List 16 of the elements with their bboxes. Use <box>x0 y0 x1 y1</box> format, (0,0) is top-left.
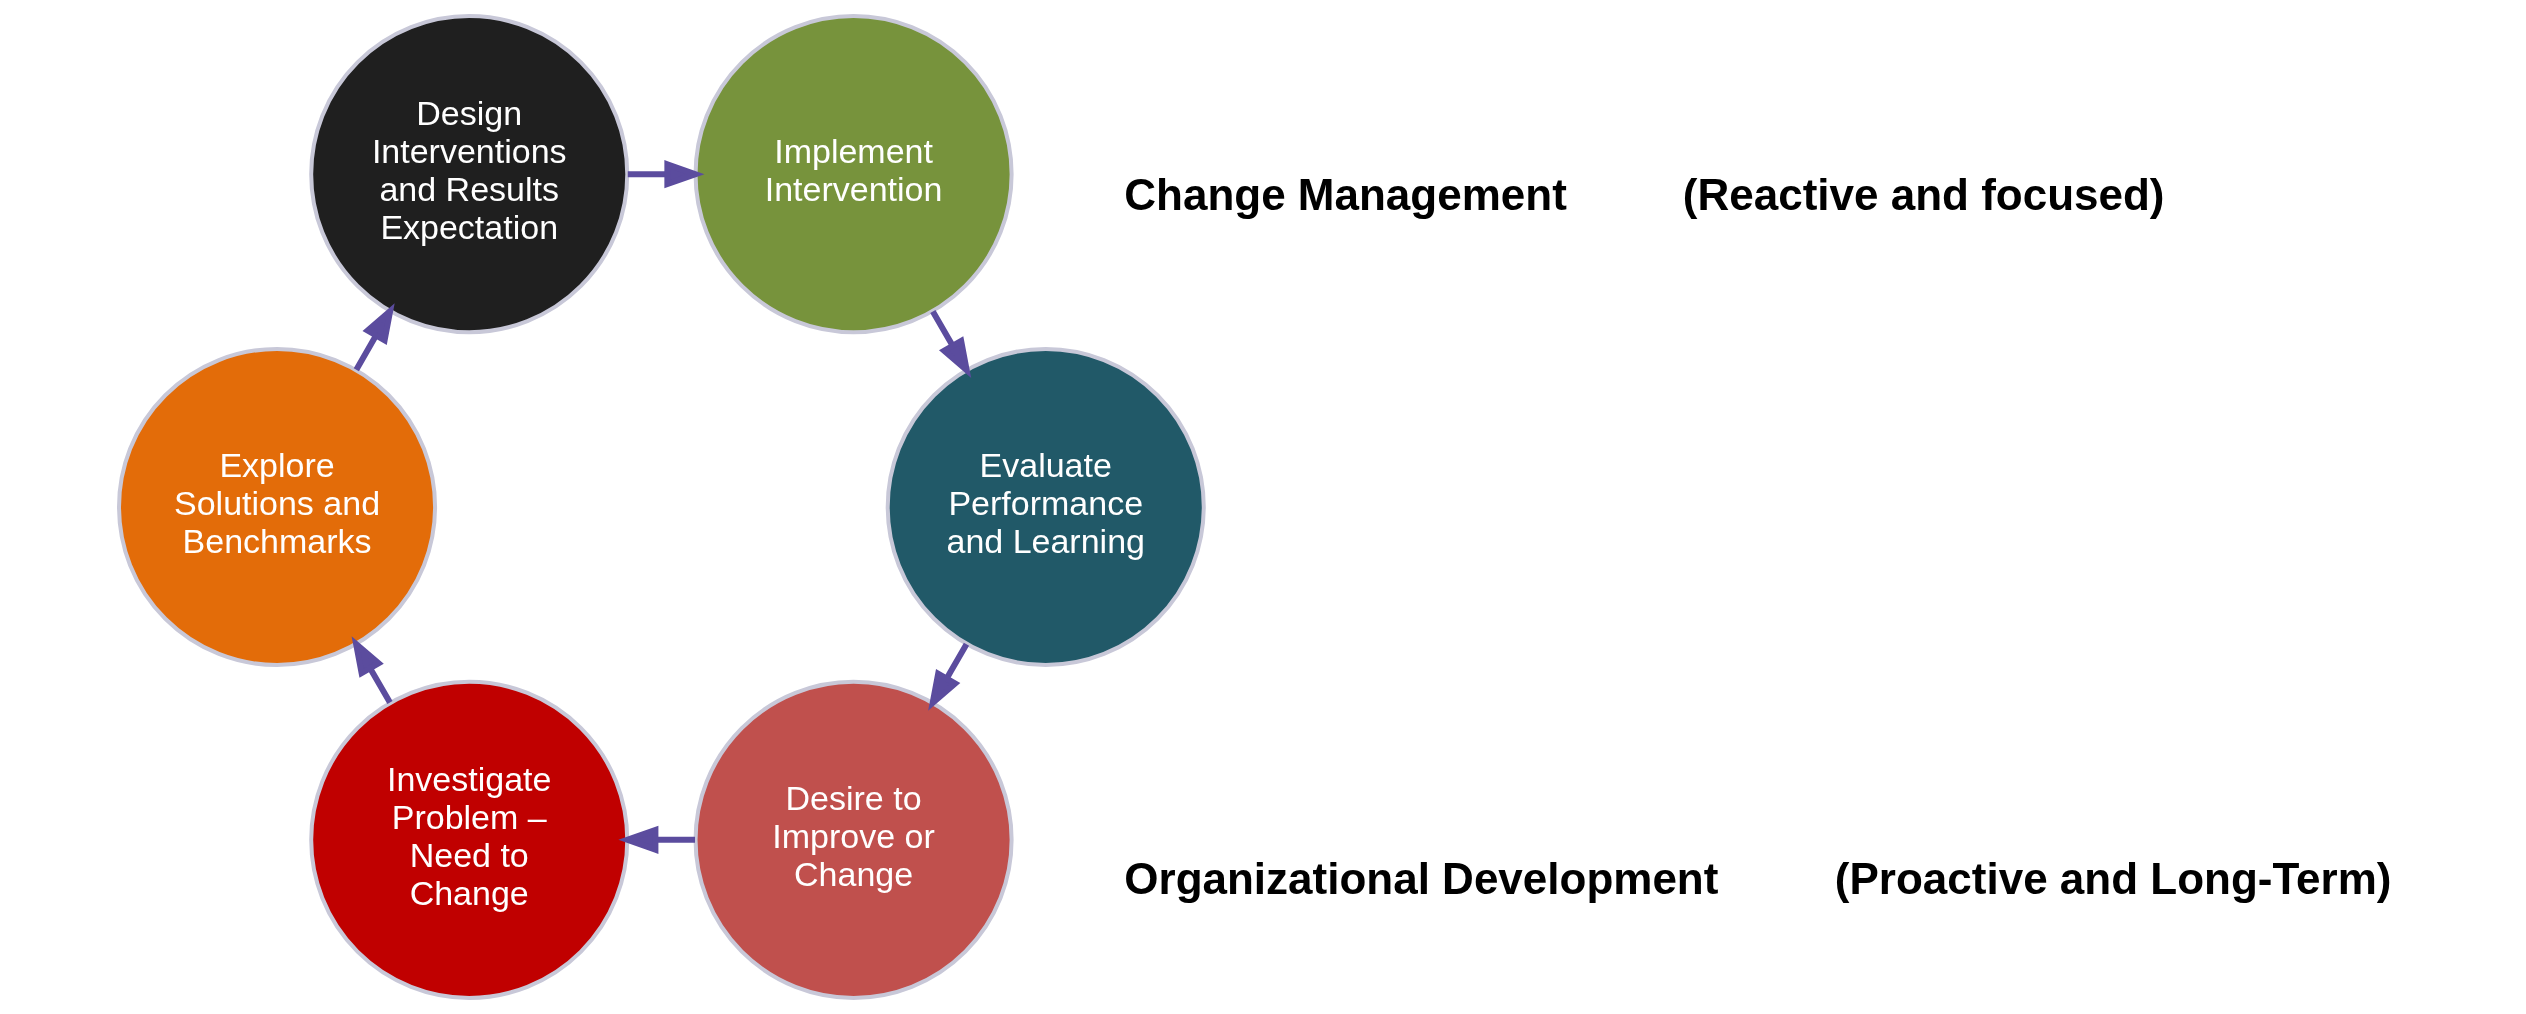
arrow <box>353 303 395 372</box>
node-circle: Investigate Problem – Need to Change <box>309 679 630 1000</box>
node-circle: Design Interventions and Results Expectation <box>309 14 630 335</box>
label: (Proactive and Long-Term) <box>1834 854 2392 904</box>
label: (Reactive and focused) <box>1682 170 2165 220</box>
arrow <box>928 642 970 711</box>
arrow <box>627 160 705 189</box>
label: Change Management <box>1124 170 1567 220</box>
arrow <box>351 636 393 705</box>
label: Organizational Development <box>1124 854 1719 904</box>
arrow <box>618 825 695 854</box>
arrow <box>930 309 972 378</box>
node-circle: Desire to Improve or Change <box>693 679 1014 1000</box>
node-circle: Implement Intervention <box>693 14 1014 335</box>
node-circle: Evaluate Performance and Learning <box>885 346 1206 668</box>
node-circle: Explore Solutions and Benchmarks <box>117 346 438 668</box>
